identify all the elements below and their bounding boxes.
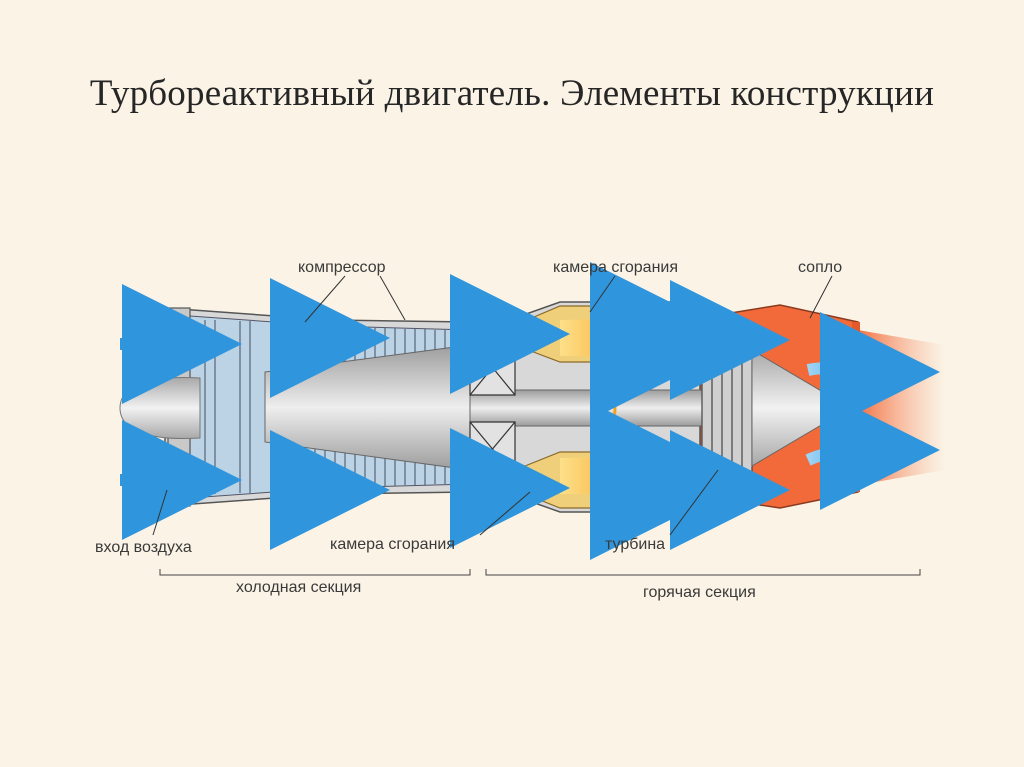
turbine-label: турбина: [605, 536, 665, 553]
compressor-label: компрессор: [298, 259, 386, 276]
combustion-chamber-top-label: камера сгорания: [553, 259, 678, 276]
hot-section-bracket: [485, 569, 921, 576]
cold-section-label: холодная секция: [236, 579, 361, 596]
exhaust-plume: [858, 330, 945, 485]
leader-turbine: [669, 469, 719, 536]
leader-nozzle: [809, 275, 833, 319]
page-title: Турбореактивный двигатель. Элементы конс…: [89, 73, 935, 114]
leader-compressor-2: [379, 275, 406, 321]
turbine-disc: [701, 331, 753, 483]
cold-section-bracket: [159, 569, 471, 576]
nozzle-label: сопло: [798, 259, 842, 276]
leader-compressor-1: [304, 275, 346, 323]
combustion-chamber-bottom-label: камера сгорания: [330, 536, 455, 553]
leader-combustion-top: [589, 275, 616, 313]
hot-section-label: горячая секция: [643, 584, 756, 601]
air-inlet-label: вход воздуха: [95, 539, 192, 556]
airflow-arrows: [120, 262, 940, 560]
leader-air-inlet: [152, 489, 168, 536]
inlet-spinner: [119, 377, 201, 439]
leader-combustion-bottom: [479, 491, 531, 536]
